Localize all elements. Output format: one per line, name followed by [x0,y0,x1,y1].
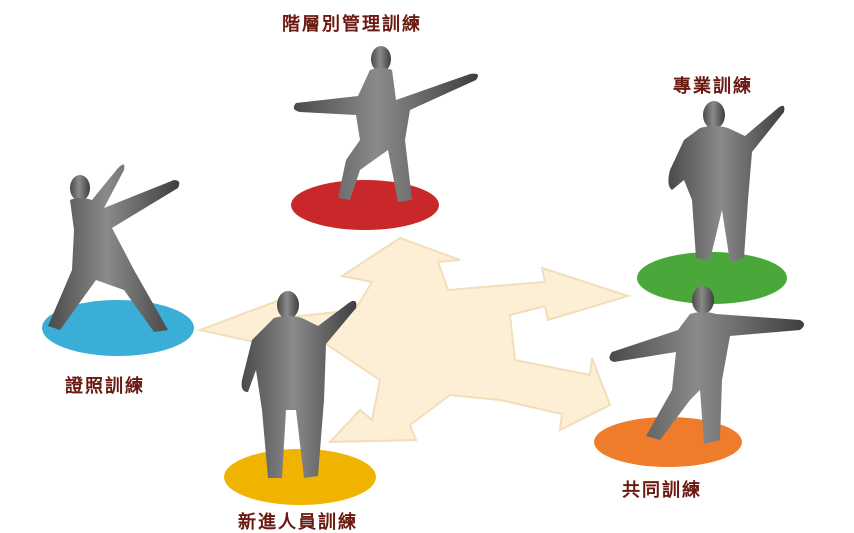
figure-professional [668,101,785,262]
figure-common [609,286,804,444]
disc-management [291,180,439,230]
label-new-employee: 新進人員訓練 [238,512,358,533]
label-certification: 證照訓練 [65,376,145,397]
label-professional: 專業訓練 [673,76,753,97]
central-arrows [196,236,632,444]
disc-new-employee [224,449,376,505]
figure-management [293,46,478,202]
disc-professional [637,252,787,304]
label-management: 階層別管理訓練 [282,14,422,35]
figure-certification [48,164,180,332]
label-common: 共同訓練 [622,480,702,501]
figure-new-employee [241,291,357,478]
